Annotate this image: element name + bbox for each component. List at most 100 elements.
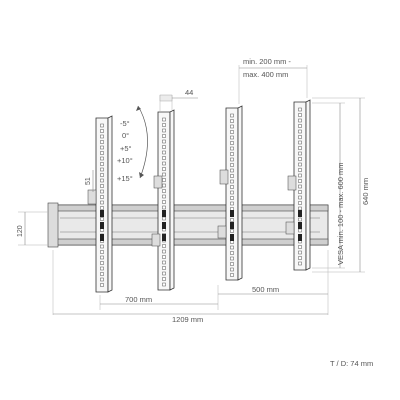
arm-hole xyxy=(230,135,234,140)
arm-hole xyxy=(298,173,302,178)
small-depth-label: 51 xyxy=(85,177,92,185)
arm-hole xyxy=(100,195,104,199)
arm-hole xyxy=(298,184,302,189)
arm-hole xyxy=(230,124,234,129)
arm-slot xyxy=(298,222,302,229)
tilt-indicator: -5° 0° +5° +10° +15° xyxy=(117,105,148,183)
arm-hole xyxy=(162,249,166,254)
arm-hole xyxy=(162,150,166,155)
arm-hole xyxy=(298,118,302,123)
arm-hole xyxy=(100,206,104,210)
arm-hole xyxy=(100,151,104,155)
arm-slot xyxy=(298,210,302,217)
arm-hole xyxy=(100,255,104,260)
arm-hole xyxy=(100,244,104,249)
arm-hole xyxy=(298,113,302,117)
arm-hole xyxy=(162,134,166,138)
spacing-max-label: max. 400 mm xyxy=(243,70,288,79)
arm-hole xyxy=(100,134,104,139)
arm-hole xyxy=(230,146,234,151)
arm-slot xyxy=(162,210,166,217)
arm-hole xyxy=(298,228,302,233)
arm-hole xyxy=(162,117,166,122)
arm-hole xyxy=(100,145,104,150)
arm-slot xyxy=(100,222,104,229)
arm-hole xyxy=(298,179,302,183)
arm-hole xyxy=(100,129,104,133)
arm-hole xyxy=(230,218,234,222)
arm-hole xyxy=(162,266,166,270)
arm-slot xyxy=(100,210,104,217)
arm-hole xyxy=(162,161,166,166)
dimension-small-depth: 51 xyxy=(85,170,94,192)
mount-arm-1 xyxy=(87,115,113,293)
arm-hole xyxy=(298,217,302,222)
arm-width-label: 44 xyxy=(185,88,193,97)
arm-hole-pattern xyxy=(100,107,302,287)
rail-height-label: 120 xyxy=(17,225,24,237)
arm-hole xyxy=(230,251,234,255)
arm-hole xyxy=(100,167,104,172)
arm-hole xyxy=(298,261,302,266)
arm-slot xyxy=(298,234,302,241)
arm-hole xyxy=(230,273,234,277)
arm-hole xyxy=(230,185,234,189)
arm-hole xyxy=(298,195,302,200)
arm-hole xyxy=(230,262,234,266)
arm-hole xyxy=(230,190,234,195)
span-total-label: 1209 mm xyxy=(172,315,203,324)
dimension-spans: 700 mm 500 mm 1209 mm xyxy=(52,250,329,324)
tilt-angle-label: -5° xyxy=(120,119,130,128)
arm-hole xyxy=(230,119,234,123)
arm-hole xyxy=(162,145,166,149)
tilt-angle-label: +5° xyxy=(120,144,132,153)
vesa-range-label: VESA min. 100 - max. 600 mm xyxy=(336,162,345,265)
arm-hole xyxy=(298,157,302,161)
dimension-rail-height: 120 xyxy=(17,211,48,246)
arm-hole xyxy=(162,194,166,199)
arm-hole xyxy=(298,129,302,134)
arm-hole xyxy=(162,189,166,193)
arm-hole xyxy=(100,277,104,282)
arm-hole xyxy=(100,217,104,221)
depth-note: T / D: 74 mm xyxy=(330,359,373,368)
arm-hole xyxy=(230,113,234,118)
arm-hole xyxy=(162,139,166,144)
arm-hole xyxy=(100,261,104,265)
arm-hole xyxy=(230,141,234,145)
arm-hole xyxy=(230,130,234,134)
arm-slot xyxy=(162,222,166,229)
dimension-arm-width: 44 xyxy=(159,88,198,112)
mount-arm-3 xyxy=(217,105,243,281)
arm-hole xyxy=(100,272,104,276)
arm-hole xyxy=(230,152,234,156)
arm-hole xyxy=(100,250,104,254)
arm-hole xyxy=(298,201,302,205)
arm-hole xyxy=(230,157,234,162)
arm-hole xyxy=(230,196,234,200)
arm-hole xyxy=(230,168,234,173)
arm-hole xyxy=(162,156,166,160)
arm-hole xyxy=(100,200,104,205)
arm-hole xyxy=(230,201,234,206)
arm-hole xyxy=(298,206,302,211)
arm-hole xyxy=(298,162,302,167)
arm-hole xyxy=(162,255,166,259)
arm-hole xyxy=(298,151,302,156)
span-left-label: 700 mm xyxy=(125,295,152,304)
dimension-vesa: VESA min. 100 - max. 600 mm xyxy=(312,102,345,269)
arm-hole xyxy=(162,271,166,276)
arm-hole xyxy=(298,256,302,260)
arm-hole xyxy=(230,245,234,250)
arm-hole xyxy=(162,167,166,171)
arm-slot xyxy=(230,222,234,229)
arm-hole xyxy=(230,174,234,178)
arm-hole xyxy=(230,179,234,184)
arm-hole xyxy=(230,256,234,261)
spacing-min-label: min. 200 mm - xyxy=(243,57,291,66)
arm-hole xyxy=(162,277,166,281)
arm-hole xyxy=(298,250,302,255)
arm-hole xyxy=(298,168,302,172)
arm-hole xyxy=(162,260,166,265)
